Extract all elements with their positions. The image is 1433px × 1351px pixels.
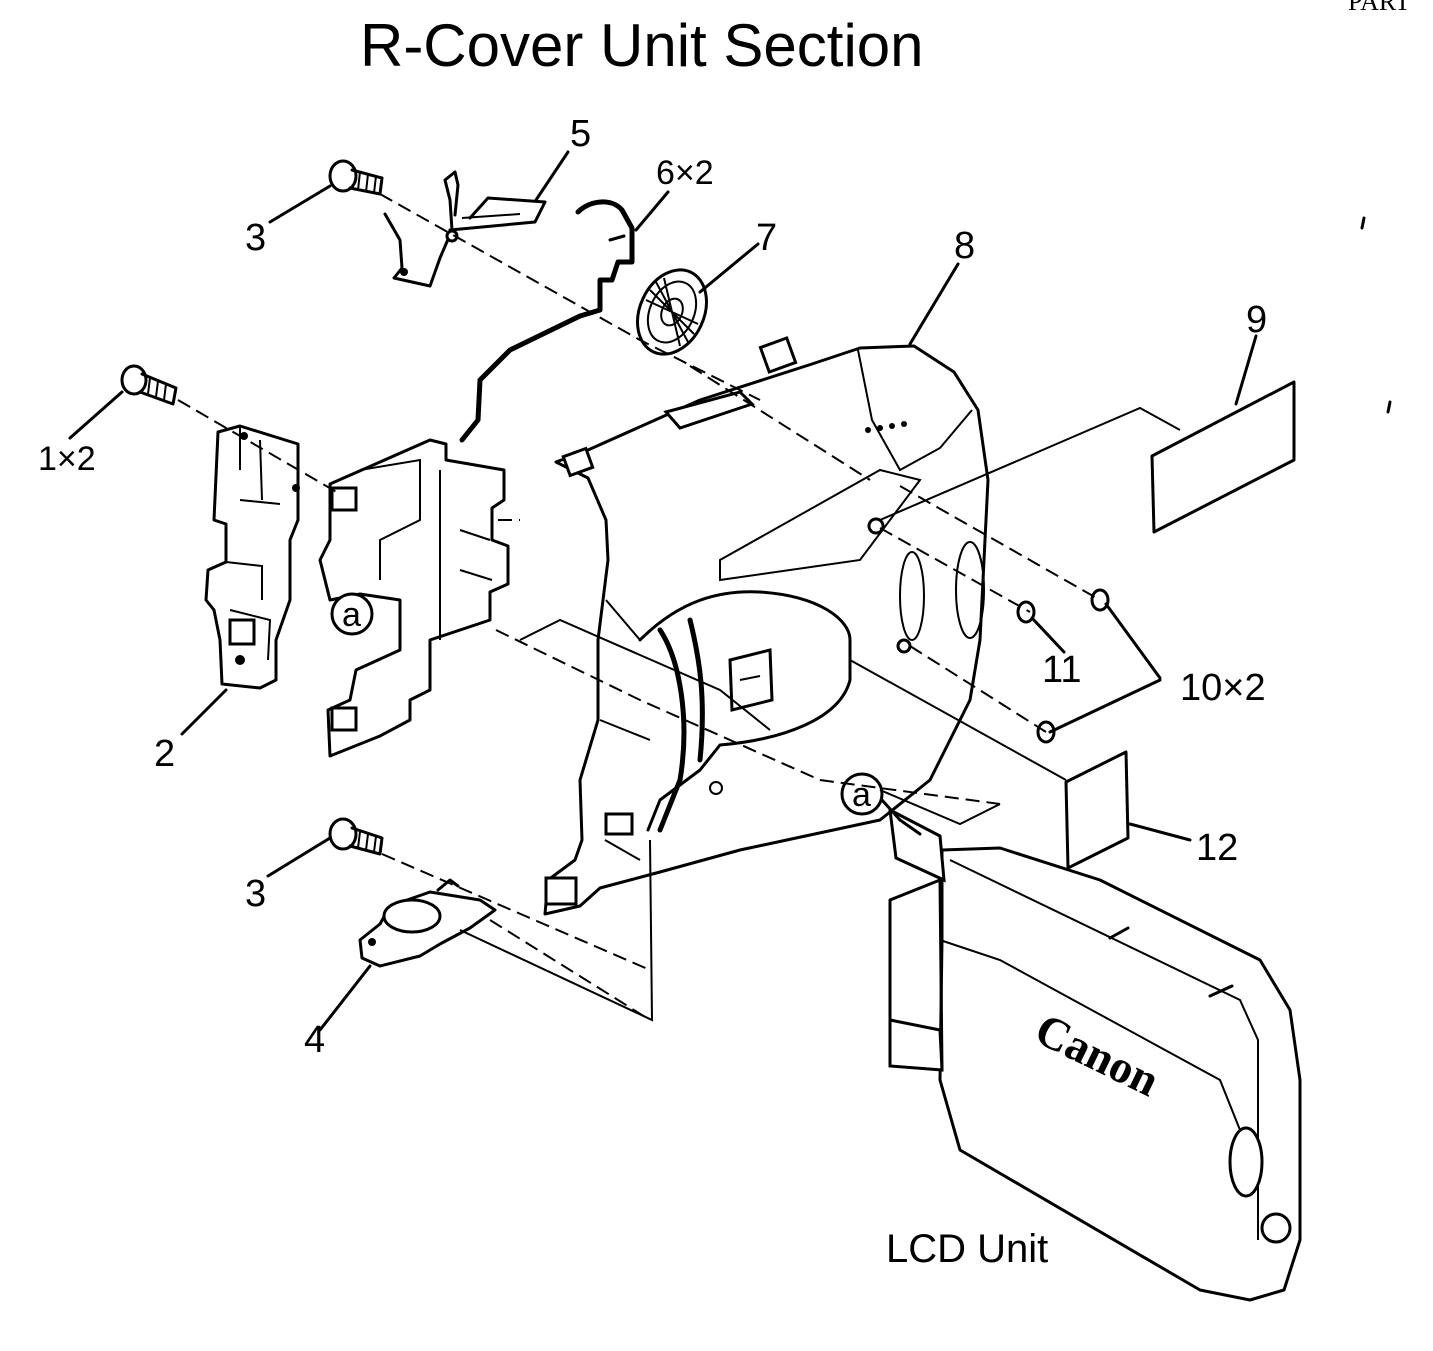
- callout-8: 8: [954, 225, 975, 267]
- rear-cover-part-8: [543, 336, 990, 916]
- connector-a-2: [880, 798, 922, 836]
- stray-marks: [1360, 216, 1392, 414]
- page-title: R-Cover Unit Section: [360, 12, 924, 79]
- callout-7: 7: [756, 217, 777, 259]
- callout-2: 2: [154, 733, 175, 775]
- callout-12: 12: [1196, 827, 1238, 869]
- screw-part-3-top: [328, 159, 384, 196]
- marker-a-1-label: a: [342, 596, 361, 634]
- callout-1: 1×2: [38, 440, 96, 478]
- plate-part-12: [1064, 750, 1130, 870]
- switch-part-4: [328, 817, 497, 968]
- flat-circuit-board: [318, 438, 510, 758]
- ring-part-11: [1016, 600, 1036, 624]
- callout-6: 6×2: [656, 154, 714, 192]
- label-plate-part-9: [1150, 380, 1296, 534]
- corner-text: PART: [1348, 0, 1411, 16]
- callout-4: 4: [304, 1019, 325, 1061]
- callout-9: 9: [1246, 299, 1267, 341]
- marker-a-1: [330, 592, 374, 636]
- screw-part-1: [120, 364, 178, 406]
- callout-3-bottom: 3: [245, 873, 266, 915]
- callout-3-top: 3: [245, 217, 266, 259]
- bracket-part-2: [204, 424, 300, 690]
- lcd-unit-label: LCD Unit: [886, 1227, 1048, 1271]
- cable-part-6: [459, 199, 635, 443]
- marker-a-2-label: a: [852, 776, 871, 814]
- speaker-part-7: [636, 268, 708, 356]
- callout-leaders: [68, 150, 1258, 1032]
- assembly-guide-lines: [177, 193, 1181, 1022]
- switch-bracket-part-5: [383, 170, 547, 288]
- callout-5: 5: [570, 113, 591, 155]
- brand-logo: Canon: [1028, 1003, 1168, 1106]
- callout-10: 10×2: [1180, 667, 1266, 709]
- callout-11: 11: [1042, 649, 1081, 691]
